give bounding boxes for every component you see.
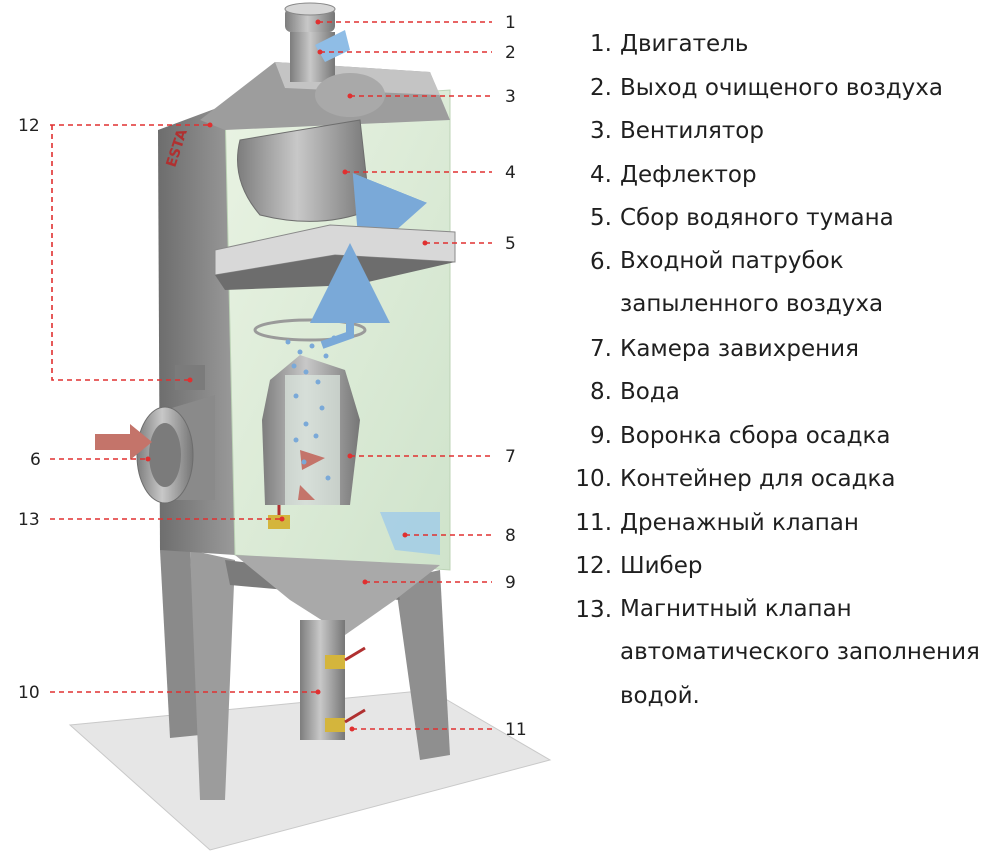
legend-item: 1.Двигатель <box>590 31 749 57</box>
legend-item: 8.Вода <box>590 379 680 405</box>
legend-item: 7.Камера завихрения <box>590 335 859 362</box>
callout-9: 9 <box>505 573 516 593</box>
water-droplets <box>285 335 337 481</box>
callout-4: 4 <box>505 163 516 183</box>
callout-numbers: 1 2 3 4 5 6 7 8 9 10 11 12 13 <box>18 13 527 740</box>
clean-air-outlet <box>290 30 350 82</box>
sludge-funnel <box>235 555 440 635</box>
legend-list: 1.Двигатель 2.Выход очищеного воздуха 3.… <box>560 28 996 724</box>
callout-10: 10 <box>18 683 40 703</box>
callout-11: 11 <box>505 720 527 740</box>
callout-3: 3 <box>505 87 516 107</box>
upper-sludge-valve <box>325 646 366 669</box>
callout-13: 13 <box>18 510 40 530</box>
legend-item: 12.Шибер <box>575 553 703 579</box>
callout-1: 1 <box>505 13 516 33</box>
callout-7: 7 <box>505 447 516 467</box>
leader-lines <box>50 19 492 732</box>
drain-valve <box>325 708 366 732</box>
legend-item: 5.Сбор водяного тумана <box>590 205 894 231</box>
callout-12: 12 <box>18 116 40 136</box>
legend-item: 11.Дренажный клапан <box>575 509 859 536</box>
legend-item: 3.Вентилятор <box>590 118 764 144</box>
dusty-air-inlet <box>136 395 215 504</box>
legend-item: 4.Дефлектор <box>590 161 757 188</box>
callout-6: 6 <box>30 450 41 470</box>
inlet-air-arrow <box>95 424 152 460</box>
legend-item: 10.Контейнер для осадка <box>575 466 896 492</box>
legend-item: 6.Входной патрубок запыленного воздуха <box>590 247 884 318</box>
legend-item: 2.Выход очищеного воздуха <box>590 74 943 101</box>
legend-item: 9.Воронка сбора осадка <box>590 422 891 449</box>
solenoid-valve <box>268 505 290 529</box>
callout-2: 2 <box>505 43 516 63</box>
motor <box>284 2 336 32</box>
callout-8: 8 <box>505 526 516 546</box>
support-legs <box>160 550 450 800</box>
legend-item: 13.Магнитный клапан автоматического запо… <box>575 595 980 709</box>
water-tank <box>380 512 440 555</box>
callout-5: 5 <box>505 234 516 254</box>
